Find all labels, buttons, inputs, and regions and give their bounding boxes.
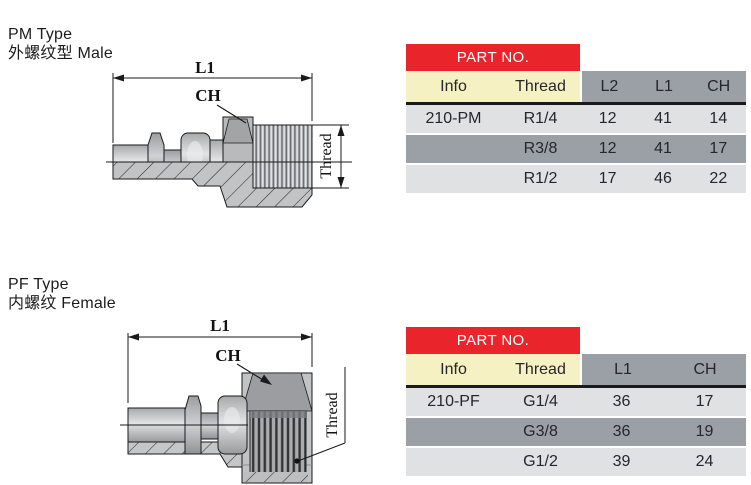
cell-dim: 12 xyxy=(598,140,617,157)
cell-dim: 41 xyxy=(654,140,672,157)
cell-info: 210-PF xyxy=(427,393,480,410)
table-row: G1/2 39 24 xyxy=(406,448,746,476)
cell-dim: 24 xyxy=(695,453,714,470)
pf-female-thread xyxy=(249,410,307,476)
cell-thread: R1/4 xyxy=(523,110,558,127)
cell-info: 210-PM xyxy=(425,110,482,127)
pm-male-thread xyxy=(252,124,313,189)
cell-dim: 46 xyxy=(654,170,672,187)
cell-dim: 36 xyxy=(612,423,631,440)
pm-body-profile xyxy=(112,116,254,162)
table-row: R1/2 17 46 22 xyxy=(406,165,746,193)
info-column-header: Info xyxy=(406,71,501,102)
cell-dim: 36 xyxy=(612,393,631,410)
leader-dot-icon xyxy=(294,458,300,464)
pf-thread-label: Thread xyxy=(324,392,341,437)
part-no-header: PART NO. xyxy=(406,44,580,71)
cell-dim: 12 xyxy=(598,110,617,127)
pm-title-cn: 外螺纹型 Male xyxy=(8,45,113,62)
pf-ch-leader xyxy=(236,363,272,385)
cell-dim: 17 xyxy=(598,170,617,187)
cell-dim: 41 xyxy=(654,110,672,127)
pm-thread-dimension xyxy=(292,124,349,189)
arrowhead-icon xyxy=(260,374,272,385)
pf-title-en: PF Type xyxy=(8,276,69,293)
cell-dim: 17 xyxy=(709,140,728,157)
pm-ch-leader-line xyxy=(216,104,247,124)
cell-info xyxy=(406,418,501,446)
cell-thread: R3/8 xyxy=(523,140,558,157)
part-no-header: PART NO. xyxy=(406,327,580,354)
pm-thread-label: Thread xyxy=(318,133,335,178)
dim-column-header: L1 xyxy=(614,361,632,378)
cell-thread: G3/8 xyxy=(523,423,558,440)
dim-header-band: L2 L1 CH xyxy=(582,71,746,102)
arrow-down-icon xyxy=(337,177,345,188)
section-title-pm: PM Type 外螺纹型 Male xyxy=(8,6,113,82)
thread-column-header: Thread xyxy=(501,354,580,385)
info-column-header: Info xyxy=(406,354,501,385)
pm-l1-label: L1 xyxy=(195,58,215,77)
dim-column-header: CH xyxy=(693,361,717,378)
dim-column-header: L1 xyxy=(655,78,673,95)
pm-ch-label: CH xyxy=(195,86,221,105)
header-separator xyxy=(406,102,746,105)
dim-column-header: L2 xyxy=(600,78,619,95)
pm-coupling-diagram: L1 CH Thread xyxy=(106,58,352,208)
cell-dim: 14 xyxy=(709,110,728,127)
cell-dim: 22 xyxy=(709,170,728,187)
pf-ch-label: CH xyxy=(215,346,241,365)
cell-info xyxy=(406,135,501,163)
table-row: R3/8 12 41 17 xyxy=(406,135,746,163)
arrow-left-icon xyxy=(128,333,139,341)
arrow-up-icon xyxy=(337,125,345,136)
table-row: G3/8 36 19 xyxy=(406,418,746,446)
pm-table-header-row: Info Thread L2 L1 CH xyxy=(406,71,746,102)
dim-column-header: CH xyxy=(707,78,731,95)
pf-l1-dimension xyxy=(127,333,313,403)
table-row: 210-PF G1/4 36 17 xyxy=(406,388,746,416)
pf-coupling-diagram: L1 CH Thread xyxy=(120,316,346,484)
pf-table-header-row: Info Thread L1 CH xyxy=(406,354,746,385)
table-row: 210-PM R1/4 12 41 14 xyxy=(406,105,746,133)
pf-hex-bottom-section xyxy=(244,472,308,482)
cell-dim: 19 xyxy=(695,423,714,440)
cell-dim: 39 xyxy=(612,453,631,470)
arrow-right-icon xyxy=(301,333,312,341)
arrow-left-icon xyxy=(113,74,124,82)
pf-spec-table: PART NO. Info Thread L1 CH 210-PF G1/4 3… xyxy=(406,327,746,476)
arrow-right-icon xyxy=(301,74,312,82)
header-separator xyxy=(406,385,746,388)
cell-dim: 17 xyxy=(695,393,714,410)
cell-info xyxy=(406,165,501,193)
cell-info xyxy=(406,448,501,476)
thread-column-header: Thread xyxy=(501,71,580,102)
pf-title-cn: 内螺纹 Female xyxy=(8,295,116,312)
dim-header-band: L1 CH xyxy=(582,354,746,385)
cell-thread: R1/2 xyxy=(523,170,558,187)
pm-l1-dimension xyxy=(112,73,313,143)
cell-thread: G1/2 xyxy=(523,453,558,470)
pm-title-en: PM Type xyxy=(8,26,73,43)
pm-spec-table: PART NO. Info Thread L2 L1 CH 210-PM R1/… xyxy=(406,44,746,193)
section-title-pf: PF Type 内螺纹 Female xyxy=(8,256,116,332)
pf-thread-leader xyxy=(294,367,346,464)
pf-l1-label: L1 xyxy=(210,316,230,335)
cell-thread: G1/4 xyxy=(523,393,558,410)
